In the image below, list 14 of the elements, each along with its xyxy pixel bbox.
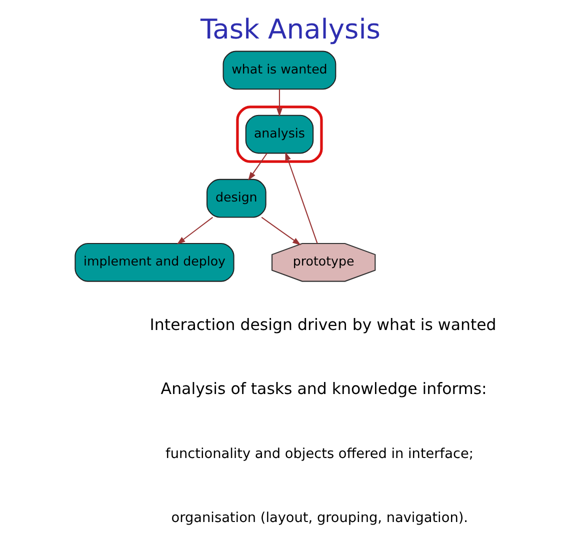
node-box: what is wanted bbox=[222, 50, 336, 90]
arrow bbox=[276, 89, 282, 117]
label: Interaction design driven by what is wanted bbox=[149, 315, 496, 334]
arrow bbox=[284, 152, 318, 244]
arrow bbox=[248, 152, 267, 180]
node-box: analysis bbox=[244, 114, 314, 154]
arrow bbox=[176, 216, 213, 244]
node-box: design bbox=[206, 178, 266, 218]
label: Analysis of tasks and knowledge informs: bbox=[160, 379, 486, 398]
diagram-title: Task Analysis bbox=[200, 14, 380, 46]
label: functionality and objects offered in interface; bbox=[165, 446, 473, 462]
node-box: implement and deploy bbox=[74, 242, 234, 282]
label: organisation (layout, grouping, navigation). bbox=[170, 510, 468, 526]
arrow bbox=[260, 216, 300, 246]
